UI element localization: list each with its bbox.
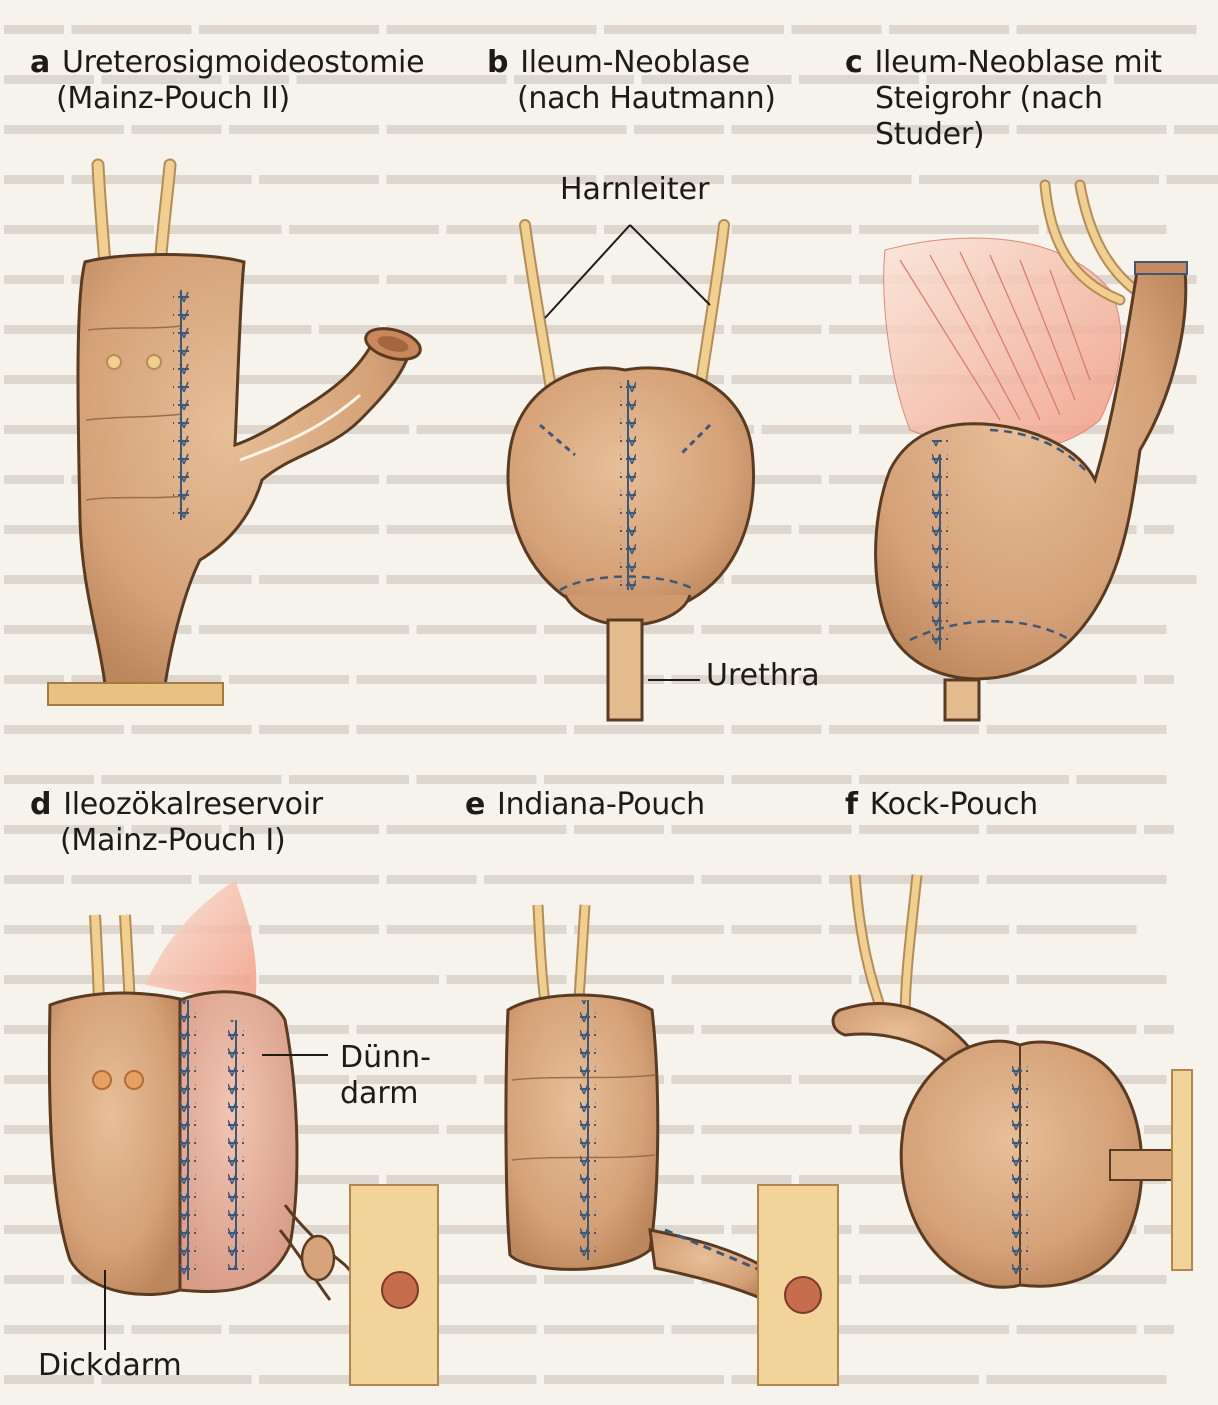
label-duenndarm-line1: Dünn- bbox=[340, 1040, 431, 1076]
label-urethra: Urethra bbox=[706, 658, 820, 694]
panel-e-title: e Indiana-Pouch bbox=[465, 787, 705, 823]
panel-f-illustration bbox=[833, 875, 1192, 1287]
panel-b-letter: b bbox=[487, 45, 508, 80]
panel-e-illustration bbox=[506, 905, 838, 1385]
mesentery-fan bbox=[884, 238, 1121, 451]
abdominal-wall-f bbox=[1172, 1070, 1192, 1270]
panel-c-illustration bbox=[876, 185, 1187, 720]
panel-c-title-line2: Steigrohr (nach Studer) bbox=[845, 81, 1218, 153]
panel-c-title-line1: Ileum-Neoblase mit bbox=[874, 45, 1161, 80]
panel-f-title: f Kock-Pouch bbox=[845, 787, 1038, 823]
stoma-e bbox=[785, 1277, 821, 1313]
panel-c-letter: c bbox=[845, 45, 862, 80]
panel-e-title-line1: Indiana-Pouch bbox=[497, 787, 705, 822]
sigmoid-pouch bbox=[78, 255, 410, 686]
panel-d-title-line1: Ileozökalreservoir bbox=[63, 787, 323, 822]
large-bowel-part bbox=[49, 993, 185, 1295]
panel-e-letter: e bbox=[465, 787, 485, 822]
panel-b-title-line2: (nach Hautmann) bbox=[487, 81, 776, 117]
panel-b-title: b Ileum-Neoblase (nach Hautmann) bbox=[487, 45, 776, 117]
panel-d-letter: d bbox=[30, 787, 51, 822]
label-duenndarm: Dünn- darm bbox=[340, 1040, 431, 1112]
panel-a-title: a Ureterosigmoideostomie (Mainz-Pouch II) bbox=[30, 45, 424, 117]
panel-f-title-line1: Kock-Pouch bbox=[870, 787, 1038, 822]
label-duenndarm-line2: darm bbox=[340, 1076, 431, 1112]
panel-d-illustration bbox=[49, 880, 438, 1385]
urethra-tube bbox=[608, 620, 642, 720]
stoma-d bbox=[382, 1272, 418, 1308]
panel-a-illustration bbox=[48, 165, 424, 705]
panel-b-title-line1: Ileum-Neoblase bbox=[520, 45, 750, 80]
panel-d-title-line2: (Mainz-Pouch I) bbox=[30, 823, 323, 859]
urethra-stump-c bbox=[945, 680, 979, 720]
anal-sphincter-band bbox=[48, 683, 223, 705]
panel-a-title-line2: (Mainz-Pouch II) bbox=[30, 81, 424, 117]
panel-c-title: c Ileum-Neoblase mit Steigrohr (nach Stud… bbox=[845, 45, 1218, 153]
panel-b-illustration bbox=[508, 225, 753, 720]
panel-a-letter: a bbox=[30, 45, 50, 80]
panel-d-title: d Ileozökalreservoir (Mainz-Pouch I) bbox=[30, 787, 323, 859]
harnleiter-pointer-lines bbox=[545, 225, 710, 318]
panel-a-title-line1: Ureterosigmoideostomie bbox=[62, 45, 424, 80]
label-dickdarm: Dickdarm bbox=[38, 1348, 182, 1384]
panel-f-letter: f bbox=[845, 787, 858, 822]
label-harnleiter: Harnleiter bbox=[560, 172, 709, 208]
